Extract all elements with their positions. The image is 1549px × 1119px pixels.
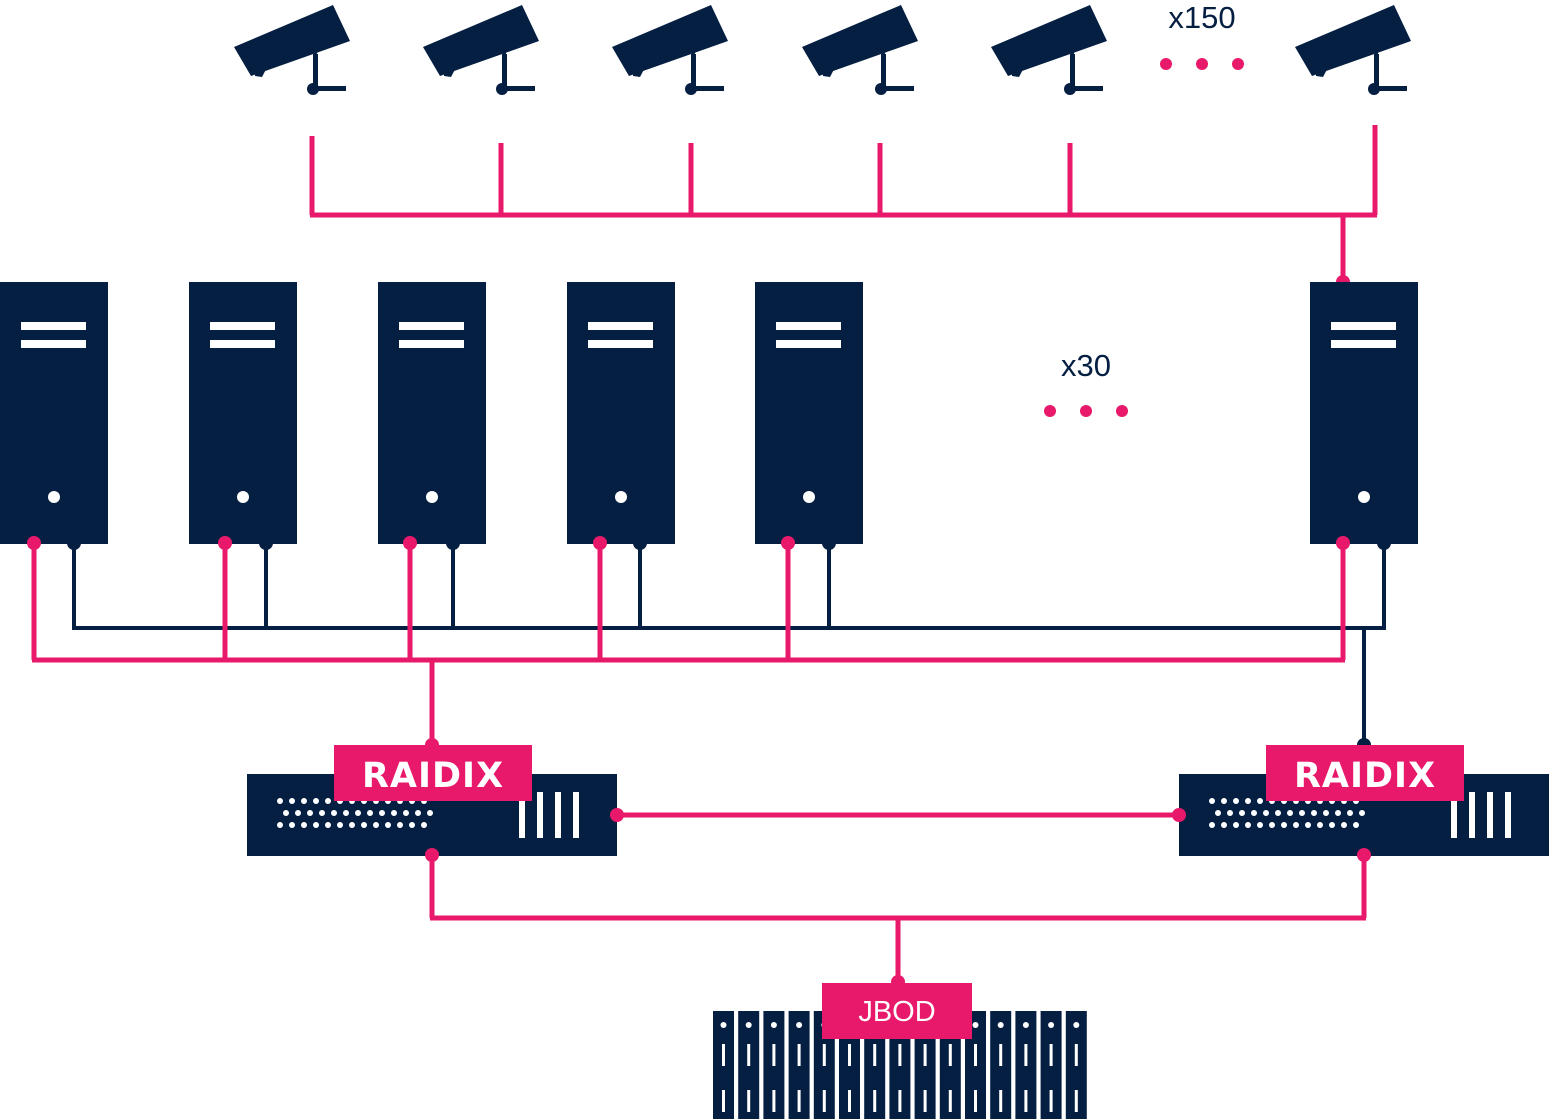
- drive-bay: [713, 1011, 734, 1119]
- drive-bay: [788, 1011, 810, 1119]
- surveillance-camera-icon: [612, 5, 728, 95]
- tower-server-icon: [755, 282, 863, 544]
- tower-server-icon: [378, 282, 486, 544]
- surveillance-camera-icon: [234, 5, 350, 95]
- server-count-label: x30: [1061, 348, 1111, 383]
- server-row: [0, 282, 1418, 544]
- pink-network: [31, 543, 1346, 745]
- surveillance-camera-icon: [991, 5, 1107, 95]
- drive-bay: [1015, 1011, 1037, 1119]
- camera-count-label: x150: [1168, 0, 1235, 35]
- jbod-badge: JBOD: [822, 983, 972, 1039]
- camera-network: [309, 125, 1378, 282]
- server-ports: [27, 536, 1391, 550]
- raidix-badge-left: RAIDIX: [334, 745, 532, 801]
- tower-server-icon: [0, 282, 108, 544]
- tower-server-icon: [1310, 282, 1418, 544]
- drive-bay: [1065, 1011, 1087, 1119]
- jbod-label: JBOD: [858, 996, 935, 1028]
- raidix-logo: RAIDIX: [362, 756, 504, 796]
- drive-bay: [763, 1011, 785, 1119]
- raidix-logo: RAIDIX: [1294, 756, 1436, 796]
- tower-server-icon: [567, 282, 675, 544]
- tower-server-icon: [189, 282, 297, 544]
- surveillance-camera-icon: [802, 5, 918, 95]
- drive-bay: [738, 1011, 760, 1119]
- camera-ellipsis-icon: [1160, 58, 1244, 70]
- raidix-badge-right: RAIDIX: [1266, 745, 1464, 801]
- navy-network: [72, 543, 1386, 745]
- server-ellipsis-icon: [1044, 405, 1128, 417]
- drive-bay: [990, 1011, 1012, 1119]
- drive-bay: [1040, 1011, 1062, 1119]
- storage-network: [429, 812, 1367, 982]
- surveillance-camera-icon: [423, 5, 539, 95]
- surveillance-camera-icon: [1295, 5, 1411, 95]
